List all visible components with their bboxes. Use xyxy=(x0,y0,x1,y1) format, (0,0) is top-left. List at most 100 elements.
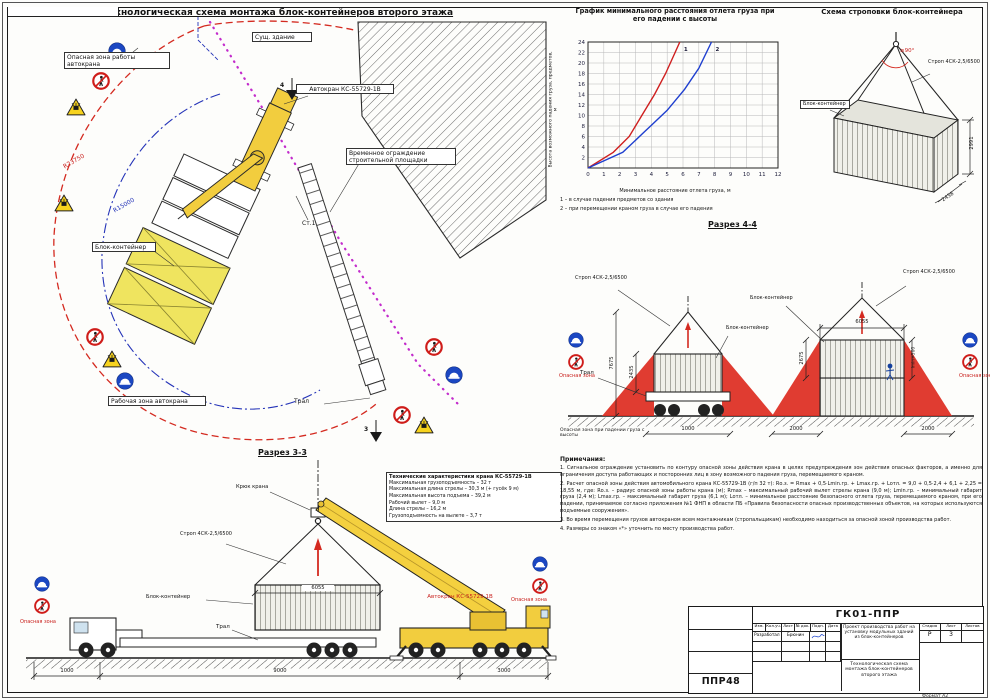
temporary-fence-line xyxy=(208,20,462,408)
svg-text:11: 11 xyxy=(759,172,766,178)
sheets-label: Листов xyxy=(961,623,983,631)
container-elevation xyxy=(653,353,723,393)
svg-text:1: 1 xyxy=(602,172,606,178)
stage-label: Стадия xyxy=(919,623,942,631)
semi-truck xyxy=(69,617,377,658)
hardhat-sign-icon xyxy=(962,332,978,348)
fence-label: Временное ограждение строительной площад… xyxy=(346,148,456,166)
sheet-label: Лист xyxy=(941,623,962,631)
drawing-title: Технологическая схема монтажа блок-конте… xyxy=(845,662,913,678)
work-zone-label: Рабочая зона автокрана xyxy=(108,396,206,407)
lift-arrow xyxy=(685,322,691,348)
falling-load-warning-icon xyxy=(54,194,74,212)
utility-line xyxy=(197,16,219,61)
no-pedestrians-sign-icon xyxy=(34,598,50,614)
sling-ropes xyxy=(254,523,381,586)
lowbed-trailer-plan xyxy=(297,163,387,396)
notes-panel: Примечания: 1. Сигнальное ограждение уст… xyxy=(560,456,984,604)
company-logo-text: ППР48 xyxy=(701,676,741,687)
sling-rope-label: Строп 4СК-2,5/6500 xyxy=(928,59,980,65)
dim-2000: 2000 xyxy=(789,426,803,432)
svg-text:9: 9 xyxy=(729,172,733,178)
format-label: Формат А2 xyxy=(922,693,949,699)
title-block: ГК01-ППР Изм. Кол.уч. Лист № док. Подп. … xyxy=(752,606,984,694)
tb-header-cell: № док. xyxy=(795,623,812,632)
sheet-value: 3 xyxy=(941,631,962,643)
sling-label-right: Строп 4СК-2,5/6500 xyxy=(903,269,955,275)
hook-label: Крюк крана xyxy=(236,484,269,490)
dim-1000: 1000 xyxy=(60,668,74,674)
crane-spec-line: Максимальная грузоподъемность – 32 т xyxy=(389,480,492,486)
section-4-4-panel: Разрез 4-4 Строп 4СК-2,5/6500 Строп 4СК-… xyxy=(558,220,990,454)
danger-zone-boundary xyxy=(53,25,377,441)
svg-text:12: 12 xyxy=(578,103,585,109)
dim-7675: 7675 xyxy=(608,356,615,370)
tb-header-cell: Изм. xyxy=(753,623,767,632)
hardhat-sign-icon xyxy=(445,366,463,384)
dimension-lines xyxy=(934,116,974,204)
svg-text:10: 10 xyxy=(743,172,750,178)
svg-text:1: 1 xyxy=(684,47,688,53)
trailer-wheels xyxy=(654,404,724,416)
section-3-3-drawing xyxy=(26,460,557,680)
crane-station-label: Ст.1 xyxy=(302,220,316,227)
dim-6055: 6055 xyxy=(855,319,869,325)
dimension-lines xyxy=(612,308,956,438)
chart-legend-2: 2 – при перемещении краном груза в случа… xyxy=(560,206,713,212)
crane-turret xyxy=(469,611,507,631)
crane-spec-line: Максимальная длина стрелы – 30,3 м (+ гу… xyxy=(389,487,519,493)
danger-zone-label: Опасная зона работы автокрана xyxy=(64,52,170,70)
crane-spec-line: Грузоподъемность на вылете – 3,7 т xyxy=(389,514,482,520)
wheel-hubs xyxy=(83,647,353,653)
no-pedestrians-sign-icon xyxy=(425,338,443,356)
svg-text:6: 6 xyxy=(582,135,586,141)
svg-text:2: 2 xyxy=(716,47,720,53)
container-label: Блок-контейнер xyxy=(92,242,156,253)
sling-panel: Схема строповки блок-контейнера xyxy=(800,8,984,220)
tb-header-cell: Подп. xyxy=(811,623,827,632)
crane-specs-box: Технические характеристики крана КС-5572… xyxy=(386,472,562,523)
no-pedestrians-sign-icon xyxy=(532,578,548,594)
svg-text:3: 3 xyxy=(634,172,638,178)
dim-lmin: lmin=500 xyxy=(911,346,917,369)
container-end-face xyxy=(933,119,959,193)
hardhat-sign-icon xyxy=(34,576,50,592)
section-4-4-drawing xyxy=(568,282,978,438)
svg-text:12: 12 xyxy=(775,172,782,178)
svg-text:16: 16 xyxy=(578,82,585,88)
leader-lines xyxy=(597,285,907,397)
notes-title: Примечания: xyxy=(560,456,606,463)
svg-text:8: 8 xyxy=(582,124,586,130)
truck-crane-plan xyxy=(177,87,299,220)
container-label-right: Блок-контейнер xyxy=(750,295,793,301)
danger-zone-label-right: Опасная зона xyxy=(959,373,990,379)
crane-label: Автокран КС-55729-1В xyxy=(296,84,394,95)
tb-header-cell: Лист xyxy=(782,623,796,632)
svg-text:7: 7 xyxy=(697,172,701,178)
sling-drawing xyxy=(829,32,974,204)
dim-2000-b: 2000 xyxy=(921,426,935,432)
danger-zone-boundary-top xyxy=(203,20,355,31)
svg-text:0: 0 xyxy=(586,172,590,178)
tb-date-cell xyxy=(825,632,841,642)
crane-label: Автокран КС-55729-1В xyxy=(427,594,493,600)
container-label-left: Блок-контейнер xyxy=(726,325,769,331)
crane-specs-title: Технические характеристики крана КС-5572… xyxy=(389,473,532,480)
plan-title: Технологическая схема монтажа блок-конте… xyxy=(102,8,454,18)
tb-name-cell: Брюнин xyxy=(781,632,811,642)
note-item: 1. Сигнальное ограждение установить по к… xyxy=(560,465,982,478)
sling-ropes xyxy=(819,297,905,341)
sling-label-left: Строп 4СК-2,5/6500 xyxy=(575,275,627,281)
existing-building-label: Сущ. здание xyxy=(252,32,312,43)
wheel-hubs xyxy=(413,647,527,653)
container-second-floor xyxy=(819,339,905,379)
work-zone-boundary xyxy=(101,93,321,410)
crane-spec-line: Длина стрелы – 16,2 м xyxy=(389,507,447,513)
tb-signature-cell xyxy=(810,632,826,642)
svg-text:20: 20 xyxy=(578,61,585,67)
dim-1000: 1000 xyxy=(681,426,695,432)
